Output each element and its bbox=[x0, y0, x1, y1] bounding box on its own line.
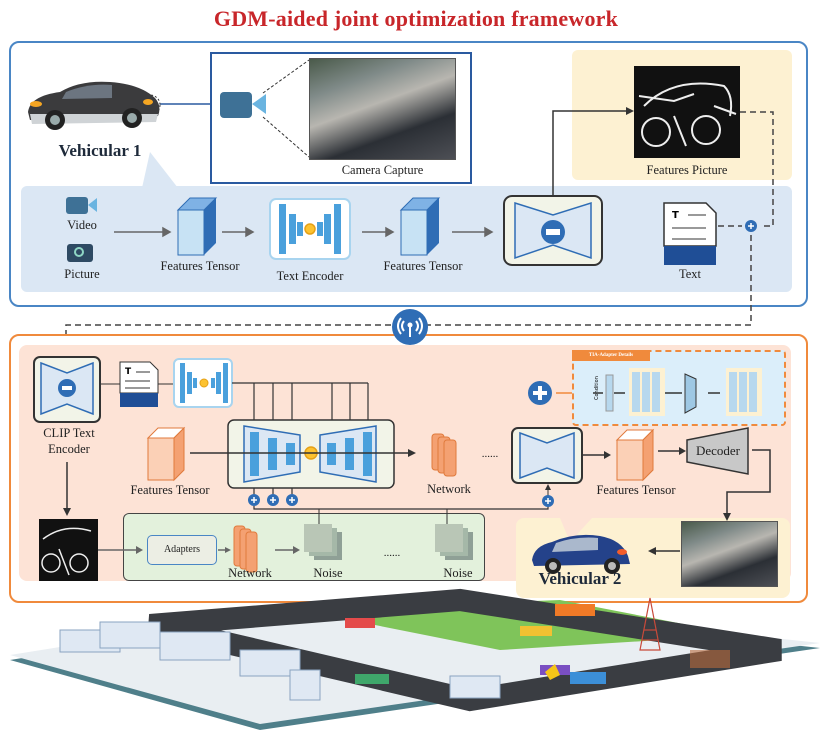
features-tensor-1-icon bbox=[176, 197, 218, 256]
features-tensor-out-icon bbox=[615, 428, 655, 482]
text-encoder-icon bbox=[269, 198, 351, 260]
communication-tower-icon bbox=[639, 597, 661, 651]
encoder-plus-icon bbox=[542, 484, 554, 507]
features-dashed-line bbox=[740, 111, 774, 227]
network-1-icon bbox=[431, 433, 457, 477]
noise-2-label: Noise bbox=[443, 566, 473, 580]
features-tensor-in-label: Features Tensor bbox=[130, 483, 210, 497]
video-label: Video bbox=[67, 218, 97, 232]
callout-wedge bbox=[142, 152, 178, 188]
arrow-head bbox=[723, 513, 731, 521]
edge-map-image bbox=[39, 519, 98, 581]
vehicular-2-label: Vehicular 2 bbox=[538, 569, 622, 588]
vehicular-1-label: Vehicular 1 bbox=[58, 141, 142, 160]
text-encoder-label: Text Encoder bbox=[276, 269, 344, 283]
buildings bbox=[59, 621, 501, 701]
reconstructed-image bbox=[681, 521, 778, 587]
clip-encoder-icon bbox=[33, 356, 101, 423]
svg-text:T: T bbox=[125, 367, 132, 377]
tia-blocks: Condition bbox=[593, 368, 762, 416]
accident-burst bbox=[545, 664, 560, 680]
camera-capture-label: Camera Capture bbox=[341, 163, 424, 177]
network-2-label: Network bbox=[228, 566, 272, 580]
arrow-head bbox=[293, 546, 300, 554]
arrow-head bbox=[626, 107, 634, 115]
decoder-shape bbox=[686, 427, 749, 475]
picture-label: Picture bbox=[64, 267, 100, 281]
unet-denoiser-icon bbox=[227, 419, 395, 489]
camera-icon bbox=[220, 92, 252, 118]
bottom-text-encoder-icon bbox=[173, 358, 233, 408]
callout-wedge-2 bbox=[560, 518, 592, 542]
sports-field bbox=[690, 650, 730, 668]
network-2-icon bbox=[233, 525, 258, 573]
text-label: Text bbox=[678, 267, 702, 281]
arrow-head bbox=[604, 451, 611, 459]
features-picture-image bbox=[634, 66, 740, 158]
arrow-head bbox=[225, 547, 231, 553]
arrow-head bbox=[648, 547, 656, 555]
svg-text:Condition: Condition bbox=[594, 376, 600, 400]
semantic-encoder-icon bbox=[503, 195, 603, 266]
features-picture-label: Features Picture bbox=[646, 163, 728, 177]
diagram-title: GDM-aided joint optimization framework bbox=[213, 6, 619, 31]
camera-capture-photo bbox=[309, 58, 456, 160]
decoder-output-line bbox=[726, 449, 771, 516]
text-document-icon: T bbox=[663, 202, 717, 265]
noise-2-icon bbox=[435, 524, 473, 560]
sensor-highlight bbox=[139, 94, 161, 116]
vehicle-2-car-icon bbox=[532, 534, 630, 574]
clip-encoder-label: CLIP Text Encoder bbox=[22, 425, 116, 459]
svg-text:T: T bbox=[672, 210, 679, 221]
arrow-head bbox=[679, 447, 686, 455]
noise-1-label: Noise bbox=[313, 566, 343, 580]
bottom-text-document-icon: T bbox=[119, 361, 159, 407]
features-tensor-out-label: Features Tensor bbox=[596, 483, 676, 497]
features-tensor-1-label: Features Tensor bbox=[160, 259, 240, 273]
features-tensor-2-label: Features Tensor bbox=[383, 259, 463, 273]
to-features-picture-line bbox=[552, 110, 628, 196]
noise-1-icon bbox=[304, 524, 342, 560]
unet-plus-nodes bbox=[248, 488, 298, 506]
features-tensor-in-icon bbox=[146, 426, 186, 482]
ellipsis-2: ...... bbox=[383, 547, 401, 559]
video-icon bbox=[66, 197, 88, 214]
decoder-label: Decoder bbox=[695, 443, 741, 458]
ellipsis-1: ...... bbox=[481, 448, 499, 460]
wireless-transmission-icon bbox=[392, 309, 428, 345]
tia-adapter-title: TIA-Adapter Details bbox=[572, 350, 650, 361]
arrow-head bbox=[136, 546, 143, 554]
features-tensor-2-icon bbox=[399, 197, 441, 256]
picture-icon bbox=[67, 244, 93, 262]
plus-node-top-icon bbox=[745, 220, 757, 232]
tia-plus-icon bbox=[528, 381, 552, 405]
network-1-label: Network bbox=[427, 482, 471, 496]
arrow-head bbox=[408, 449, 416, 457]
adapters-block: Adapters bbox=[147, 535, 217, 565]
fov-line-bottom bbox=[262, 116, 310, 158]
fov-line-top bbox=[262, 59, 310, 94]
arrow-head bbox=[63, 508, 71, 516]
pipeline-arrows bbox=[114, 226, 494, 238]
